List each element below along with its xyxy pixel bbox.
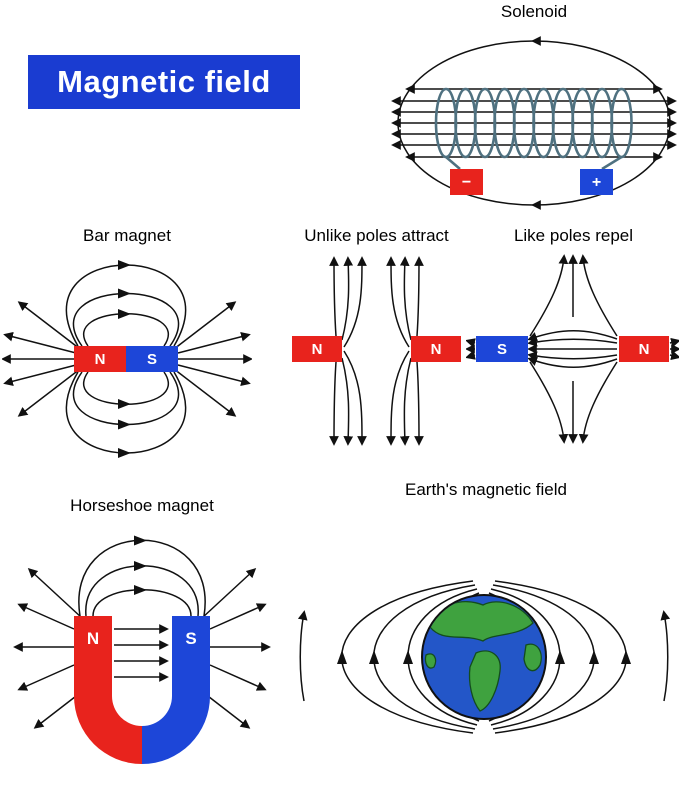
bar-magnet: N S [74, 346, 178, 372]
unlike-left-magnet [292, 336, 342, 362]
horseshoe-diagram: N S [13, 535, 271, 764]
unlike-right-magnet [411, 336, 461, 362]
horseshoe-s-label: S [185, 629, 196, 648]
bar-south-pole [126, 346, 178, 372]
like-left-magnet [476, 336, 528, 362]
horseshoe-field-lines [13, 535, 271, 729]
panel-earth: Earth's magnetic field [298, 480, 674, 790]
negative-terminal: − [450, 169, 483, 195]
solenoid-label: Solenoid [500, 2, 568, 21]
bar-s-label: S [147, 351, 157, 368]
positive-terminal: + [580, 169, 613, 195]
like-left-label: S [497, 341, 507, 358]
bar-magnet-label: Bar magnet [83, 226, 171, 245]
horseshoe-label: Horseshoe magnet [70, 496, 214, 515]
horseshoe-north-arm [74, 616, 142, 764]
bar-north-pole [74, 346, 126, 372]
earth-diagram [298, 580, 670, 734]
panel-solenoid: Solenoid [388, 2, 679, 215]
panel-horseshoe: Horseshoe magnet [12, 496, 272, 783]
earth-label: Earth's magnetic field [405, 480, 567, 499]
unlike-magnets: N N [292, 336, 461, 362]
like-right-label: N [639, 341, 650, 358]
page-title: Magnetic field [57, 64, 271, 99]
panel-bar-magnet: Bar magnet [2, 226, 252, 481]
panel-like-poles: Like poles repel [466, 226, 679, 451]
earth-globe [421, 594, 547, 720]
positive-terminal-label: + [592, 174, 601, 191]
horseshoe-n-label: N [87, 629, 99, 648]
solenoid-diagram: − + [391, 36, 677, 210]
unlike-poles-diagram: N N [292, 256, 461, 446]
bar-n-label: N [95, 351, 106, 368]
unlike-right-label: N [431, 341, 442, 358]
like-poles-label: Like poles repel [513, 226, 634, 245]
unlike-poles-label: Unlike poles attract [304, 226, 449, 245]
earth-continents [424, 601, 542, 712]
horseshoe-south-arm [142, 616, 210, 764]
unlike-field-lines [329, 256, 424, 446]
like-magnets: S N [476, 336, 669, 362]
like-poles-diagram: S N [466, 254, 679, 444]
unlike-left-label: N [312, 341, 323, 358]
negative-terminal-label: − [462, 174, 471, 191]
horseshoe-magnet: N S [74, 616, 210, 764]
bar-magnet-diagram: N S [2, 260, 252, 458]
solenoid-coil [434, 87, 633, 171]
bar-field-lines [2, 260, 252, 458]
like-field-lines [466, 254, 679, 444]
like-right-magnet [619, 336, 669, 362]
title-banner: Magnetic field [28, 55, 300, 109]
panel-unlike-poles: Unlike poles attract N N [284, 226, 469, 451]
solenoid-field-lines [391, 36, 677, 210]
